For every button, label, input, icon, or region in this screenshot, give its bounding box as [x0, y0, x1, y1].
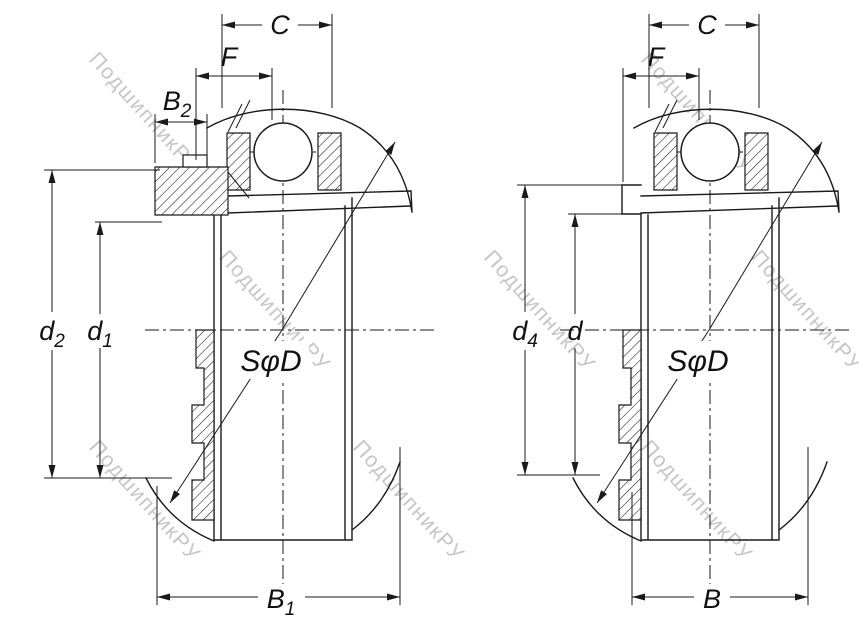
sphere-diameter-line [708, 141, 823, 331]
dim-d2: d2 [39, 170, 65, 478]
dim-f-right: F [623, 42, 699, 80]
dim-label-sphere: SφD [667, 345, 728, 378]
dim-b1: B1 [157, 584, 400, 620]
left-ball [253, 122, 313, 182]
watermark-text: ПодшипникРУ [84, 436, 204, 566]
right-ball [680, 122, 740, 182]
left-bearing-view: C F B2 d2 d1 [39, 10, 437, 620]
dim-sphere-right: SφD [596, 141, 823, 504]
dim-label-d2-base: d [39, 316, 55, 346]
dim-label-d1: d1 [87, 316, 113, 352]
dim-label-b2-sub: 2 [180, 101, 192, 122]
dim-d4: d4 [512, 185, 538, 475]
dim-label-b1-base: B [267, 584, 285, 614]
dim-label-d2: d2 [39, 316, 65, 352]
label-background [233, 341, 309, 379]
dim-label-d2-sub: 2 [53, 331, 65, 352]
right-sleeve-serration [618, 329, 642, 521]
dim-label-b: B [703, 584, 721, 614]
dim-label-c: C [270, 10, 290, 40]
dim-label-f: F [648, 42, 666, 72]
watermark-text: ПодшипникРУ [348, 436, 468, 566]
dim-f-left: F [196, 42, 272, 80]
watermark-text: ПодшипникРУ [746, 246, 859, 376]
right-lube-hole-ticks [654, 99, 678, 133]
left-extension-lines [44, 14, 401, 605]
dim-label-d: d [567, 316, 583, 346]
dim-d1: d1 [87, 222, 113, 478]
dim-d: d [567, 214, 583, 475]
right-geometry [572, 99, 840, 542]
dim-label-c: C [697, 10, 717, 40]
sphere-diameter-line [281, 141, 396, 331]
dim-c-left: C [222, 10, 332, 40]
watermark-text: ПодшипникРУ [636, 436, 756, 566]
left-geometry [145, 99, 413, 542]
dim-label-sphere: SφD [240, 345, 301, 378]
right-extension-lines [517, 14, 809, 605]
dim-c-right: C [649, 10, 759, 40]
eccentric-collar-section [154, 166, 229, 216]
collar-step-line [227, 171, 250, 199]
dim-label-d1-base: d [87, 316, 103, 346]
dim-sphere-left: SφD [169, 141, 396, 504]
dim-label-b2: B2 [163, 86, 192, 122]
watermark-text: ПодшипникРУ [479, 246, 599, 376]
set-screw [182, 154, 208, 168]
dim-label-d4: d4 [512, 316, 538, 352]
dim-label-d4-base: d [512, 316, 528, 346]
left-dimensions: C F B2 d2 d1 [39, 10, 401, 620]
left-lube-hole-ticks [227, 99, 251, 133]
dim-label-b1-sub: 1 [285, 599, 296, 620]
right-seal-sections [653, 132, 769, 191]
right-bearing-view: C F d4 d SφD [512, 10, 852, 614]
dim-b: B [632, 584, 808, 614]
dim-label-b1: B1 [267, 584, 296, 620]
dim-label-b2-base: B [163, 86, 181, 116]
dim-b2: B2 [155, 86, 207, 126]
dim-label-d1-sub: 1 [102, 331, 113, 352]
dim-label-f: F [221, 42, 239, 72]
label-background [660, 341, 736, 379]
left-sleeve-serration [191, 329, 215, 521]
left-sphere-arcs [145, 461, 401, 542]
dim-label-d4-sub: 4 [527, 331, 538, 352]
right-dimensions: C F d4 d SφD [512, 10, 823, 614]
